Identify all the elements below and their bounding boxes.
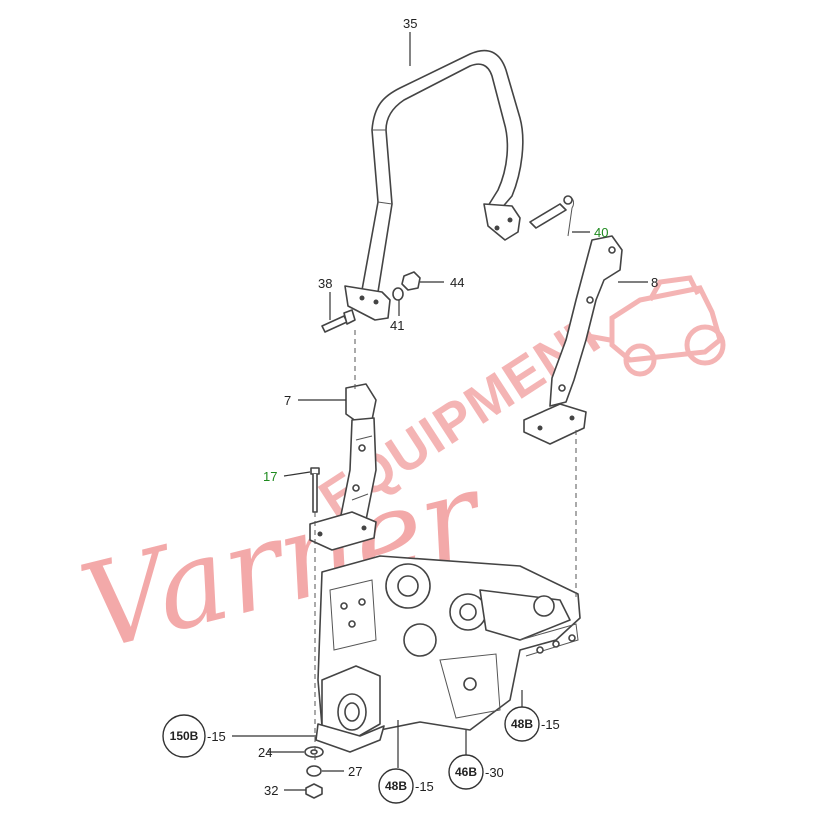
label-46b-suffix: -30 (485, 765, 504, 780)
bolt-17 (310, 467, 320, 513)
label-41: 41 (390, 318, 404, 333)
nut-44 (401, 271, 421, 291)
label-38: 38 (318, 276, 332, 291)
label-48b-bottom: 48B -15 (378, 768, 434, 804)
label-150b: 150B -15 (162, 714, 226, 758)
leader-lines (232, 32, 648, 791)
label-46b: 46B -30 (448, 754, 504, 790)
alignment-lines (314, 330, 577, 760)
label-35: 35 (403, 16, 417, 31)
right-post-8 (523, 235, 623, 445)
label-32: 32 (264, 783, 278, 798)
rollbar-frame (344, 49, 524, 321)
label-40: 40 (594, 225, 608, 240)
left-post-7 (309, 383, 377, 551)
label-44: 44 (450, 275, 464, 290)
label-150b-code: 150B (170, 729, 199, 743)
label-46b-code: 46B (455, 765, 477, 779)
label-24: 24 (258, 745, 272, 760)
washer-41 (392, 287, 404, 301)
callouts: 35 40 8 38 44 41 7 17 150B -15 24 27 32 … (162, 16, 658, 804)
label-48b-bottom-suffix: -15 (415, 779, 434, 794)
label-7: 7 (284, 393, 291, 408)
label-48b-right-suffix: -15 (541, 717, 560, 732)
label-8: 8 (651, 275, 658, 290)
label-48b-right-code: 48B (511, 717, 533, 731)
label-150b-suffix: -15 (207, 729, 226, 744)
label-48b-right: 48B -15 (504, 706, 560, 742)
tractor-logo-icon (587, 275, 726, 377)
label-27: 27 (348, 764, 362, 779)
nut-32 (305, 783, 323, 799)
label-48b-bottom-code: 48B (385, 779, 407, 793)
washer-27 (306, 765, 322, 777)
pin-40 (529, 195, 575, 237)
washer-24 (304, 746, 324, 758)
label-17: 17 (263, 469, 277, 484)
transmission-housing (315, 555, 581, 753)
bolt-38 (321, 309, 356, 333)
